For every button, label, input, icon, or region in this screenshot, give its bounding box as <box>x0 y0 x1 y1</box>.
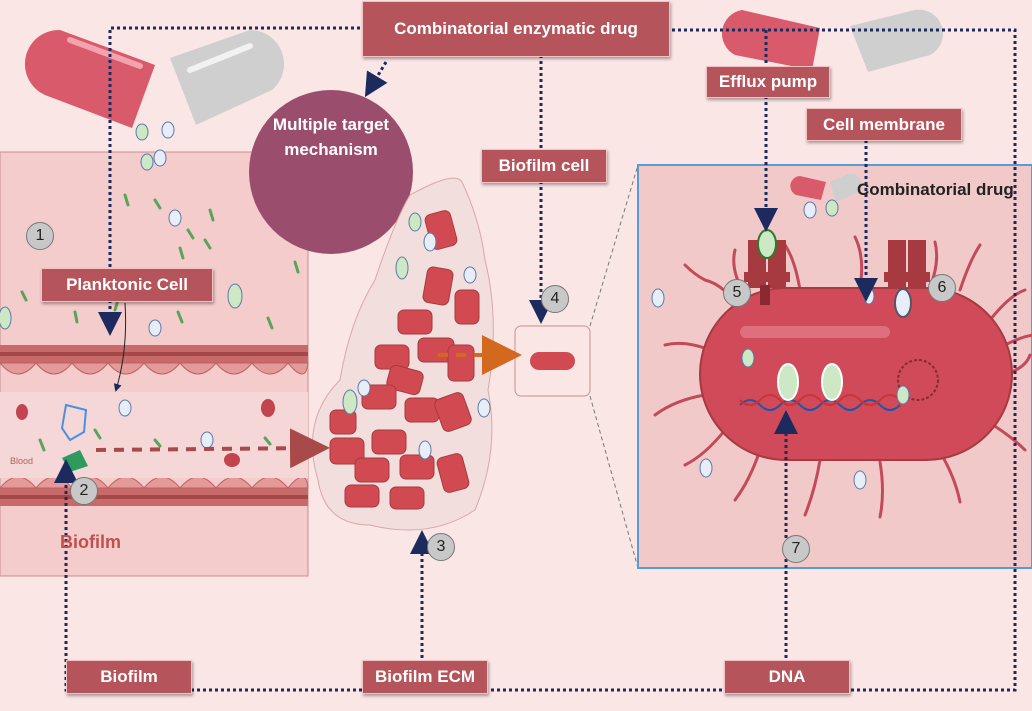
zoom-panel <box>637 164 1032 569</box>
biofilm-red-text: Biofilm <box>60 532 121 552</box>
step-4-badge: 4 <box>541 285 569 313</box>
biofilm-cell-label: Biofilm cell <box>481 149 607 183</box>
step-1-badge: 1 <box>26 222 54 250</box>
multiple-target-mechanism-label: Multiple target mechanism <box>272 115 390 159</box>
biofilm-ecm-cluster <box>311 177 494 531</box>
step-7-badge: 7 <box>782 535 810 563</box>
step-2-badge: 2 <box>70 477 98 505</box>
cell-membrane-label: Cell membrane <box>806 108 962 141</box>
mechanism-circle <box>249 90 413 254</box>
blood-text: Blood <box>10 456 34 466</box>
capsule-pair-left <box>24 29 285 129</box>
step-5-badge: 5 <box>723 279 751 307</box>
capsule-pair-right <box>721 9 944 73</box>
efflux-pump-label: Efflux pump <box>706 66 830 98</box>
dna-label: DNA <box>724 660 850 694</box>
biofilm-ecm-label: Biofilm ECM <box>362 660 488 694</box>
planktonic-cell-label: Planktonic Cell <box>41 268 213 302</box>
step-3-badge: 3 <box>427 533 455 561</box>
combinatorial-enzymatic-drug-label: Combinatorial enzymatic drug <box>362 1 670 57</box>
combinatorial-drug-text: Combinatorial drug <box>857 180 1014 199</box>
biofilm-label: Biofilm <box>66 660 192 694</box>
step-6-badge: 6 <box>928 274 956 302</box>
